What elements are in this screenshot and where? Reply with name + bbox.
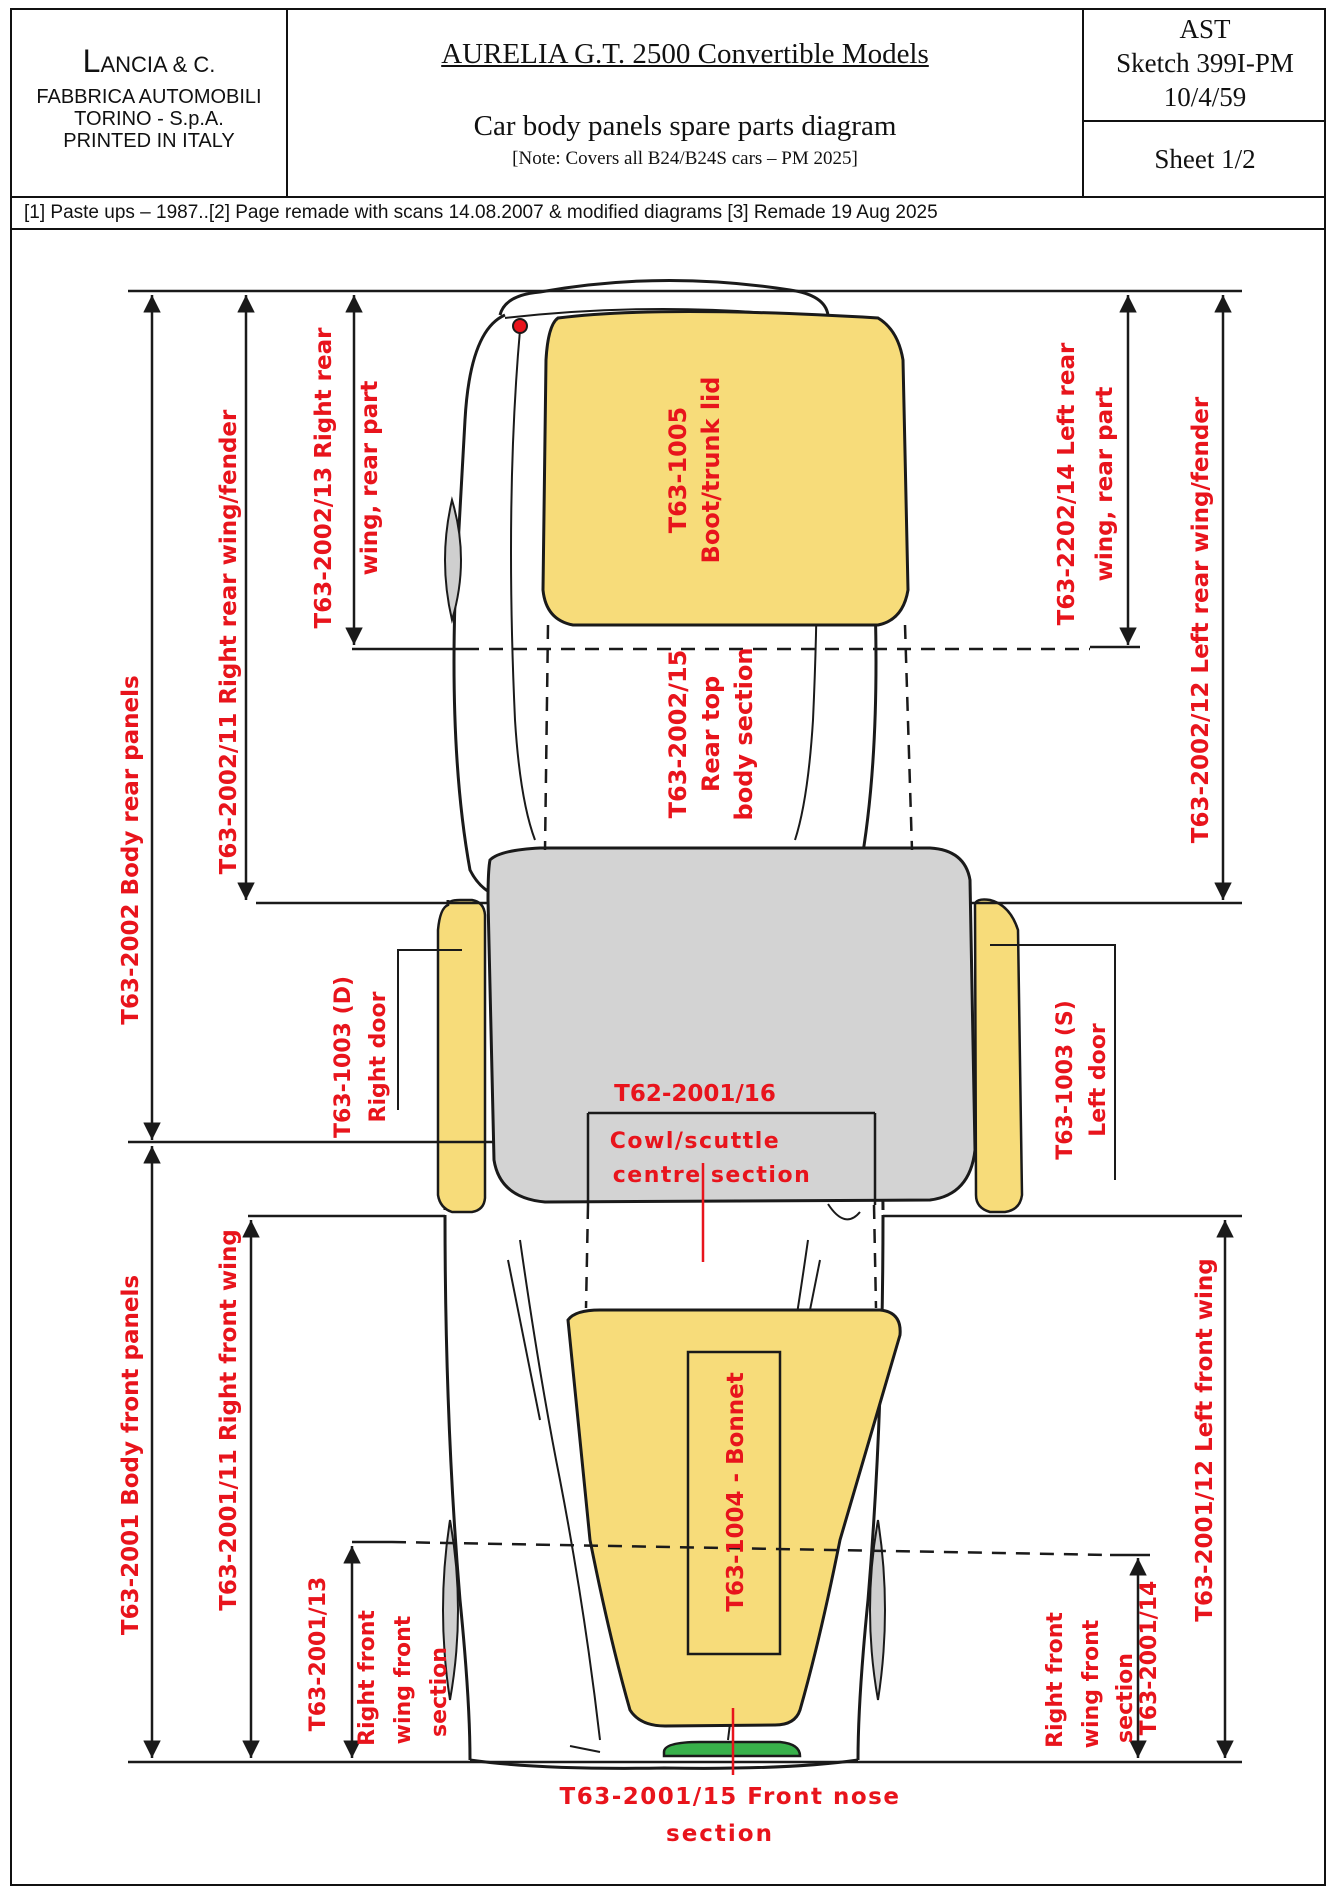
- ref-divider: [1084, 120, 1326, 122]
- label-left-front-wing: T63-2001/12 Left front wing: [1192, 1258, 1218, 1621]
- cowl-right-dashed: [584, 1204, 590, 1309]
- right-tail-lamp: [512, 318, 528, 334]
- bonnet-centre-strip: [686, 1350, 782, 1656]
- rear-bumper-outline: [498, 279, 830, 316]
- label-right-rear-wing: T63-2002/11 Right rear wing/fender: [216, 409, 242, 874]
- part-labels: T63-1005 Boot/trunk lid T63-2002/15 Rear…: [118, 327, 1218, 1847]
- right-door-panel: [436, 898, 487, 1214]
- cowl-bracket: [586, 1111, 877, 1205]
- label-rear-top-code: T63-2002/15: [664, 650, 692, 819]
- label-rear-top-name-2: body section: [730, 648, 758, 821]
- right-front-inner-line: [519, 1239, 601, 1741]
- label-boot-name: Boot/trunk lid: [697, 377, 725, 564]
- label-bonnet: T63-1004 - Bonnet: [723, 1372, 749, 1612]
- ref-date: 10/4/59: [1163, 82, 1247, 112]
- sheet-number: Sheet 1/2: [1154, 144, 1256, 174]
- label-cowl-name-2: centre section: [613, 1163, 811, 1188]
- label-body-front: T63-2001 Body front panels: [118, 1275, 144, 1635]
- history-rule: [12, 228, 1324, 230]
- label-left-door-code: T63-1003 (S): [1053, 1000, 1078, 1160]
- label-left-rear-wing: T63-2002/12 Left rear wing/fender: [1188, 396, 1214, 843]
- label-nose-line-2: section: [666, 1821, 774, 1847]
- label-nose-line-1: T63-2001/15 Front nose: [560, 1784, 901, 1810]
- label-left-front-section-2: wing front: [1079, 1619, 1104, 1748]
- maker-line-4: PRINTED IN ITALY: [63, 130, 235, 152]
- label-right-front-section-code: T63-2001/13: [306, 1577, 331, 1732]
- door-leaders: [397, 944, 1116, 1180]
- maker-line-2: FABBRICA AUTOMOBILI: [36, 86, 262, 108]
- page-title: AURELIA G.T. 2500 Convertible Models: [441, 38, 929, 70]
- label-right-door-code: T63-1003 (D): [331, 976, 356, 1138]
- right-rear-lens: [444, 496, 462, 624]
- label-cowl-name-1: Cowl/scuttle: [610, 1129, 780, 1154]
- label-left-door-name: Left door: [1086, 1023, 1111, 1137]
- left-door-leader: [990, 944, 1116, 1180]
- right-front-side: [443, 1214, 472, 1761]
- label-right-front-section-3: section: [427, 1647, 452, 1737]
- rear-top-left-dashed: [903, 624, 914, 851]
- label-left-rear-part-1: T63-2202/14 Left rear: [1054, 342, 1080, 625]
- label-left-front-section-1: Right front: [1043, 1612, 1068, 1748]
- dashed-lines: [391, 624, 1111, 1557]
- label-right-rear-part-2: wing, rear part: [357, 381, 383, 576]
- nose-join-line: [569, 1745, 601, 1753]
- label-right-front-wing: T63-2001/11 Right front wing: [216, 1229, 242, 1611]
- cowl-left-dashed: [872, 1204, 878, 1309]
- right-rear-inner-line: [510, 329, 536, 841]
- header-rule: [12, 196, 1324, 198]
- revision-history: [1] Paste ups – 1987..[2] Page remade wi…: [24, 202, 938, 223]
- label-left-front-section-3: section: [1113, 1653, 1138, 1743]
- title-block: AURELIA G.T. 2500 Convertible Models Car…: [288, 10, 1084, 196]
- drawing-sheet: LANCIA & C. FABBRICA AUTOMOBILI TORINO -…: [10, 8, 1326, 1886]
- front-bumper-outline: [469, 1758, 859, 1770]
- right-front-crease: [507, 1259, 541, 1421]
- left-front-lens: [869, 1519, 886, 1701]
- dimension-arrows: [143, 295, 1234, 1758]
- right-front-lens: [442, 1519, 459, 1701]
- label-right-front-section-2: wing front: [391, 1615, 416, 1744]
- maker-line-3: TORINO - S.p.A.: [74, 108, 224, 130]
- left-door-panel: [973, 898, 1024, 1214]
- label-left-front-section-code: T63-2001/14: [1137, 1581, 1162, 1736]
- boot-lid-panel: [541, 310, 910, 627]
- label-body-rear: T63-2002 Body rear panels: [118, 675, 144, 1024]
- ref-sketch: Sketch 399I-PM: [1116, 48, 1294, 78]
- right-rear-side: [452, 313, 506, 898]
- label-cowl-code: T62-2001/16: [614, 1081, 776, 1107]
- label-left-rear-part-2: wing, rear part: [1092, 387, 1118, 582]
- reference-block: AST Sketch 399I-PM 10/4/59 Sheet 1/2: [1084, 10, 1326, 196]
- construction-lines: [128, 289, 1242, 1764]
- cowl-notch: [827, 1203, 861, 1221]
- label-right-door-name: Right door: [366, 991, 391, 1122]
- label-boot-code: T63-1005: [664, 407, 692, 534]
- label-rear-top-name-1: Rear top: [697, 676, 725, 792]
- rear-top-right-dashed: [543, 624, 550, 851]
- ref-ast: AST: [1179, 14, 1231, 44]
- right-door-leader: [397, 949, 462, 1110]
- maker-block: LANCIA & C. FABBRICA AUTOMOBILI TORINO -…: [12, 10, 288, 196]
- label-right-rear-part-1: T63-2002/13 Right rear: [311, 327, 337, 629]
- maker-name: LANCIA & C.: [82, 43, 216, 79]
- page-subtitle: Car body panels spare parts diagram: [473, 110, 897, 142]
- coverage-note: [Note: Covers all B24/B24S cars – PM 202…: [512, 148, 858, 169]
- label-right-front-section-1: Right front: [355, 1610, 380, 1746]
- bonnet-panel: [566, 1308, 902, 1728]
